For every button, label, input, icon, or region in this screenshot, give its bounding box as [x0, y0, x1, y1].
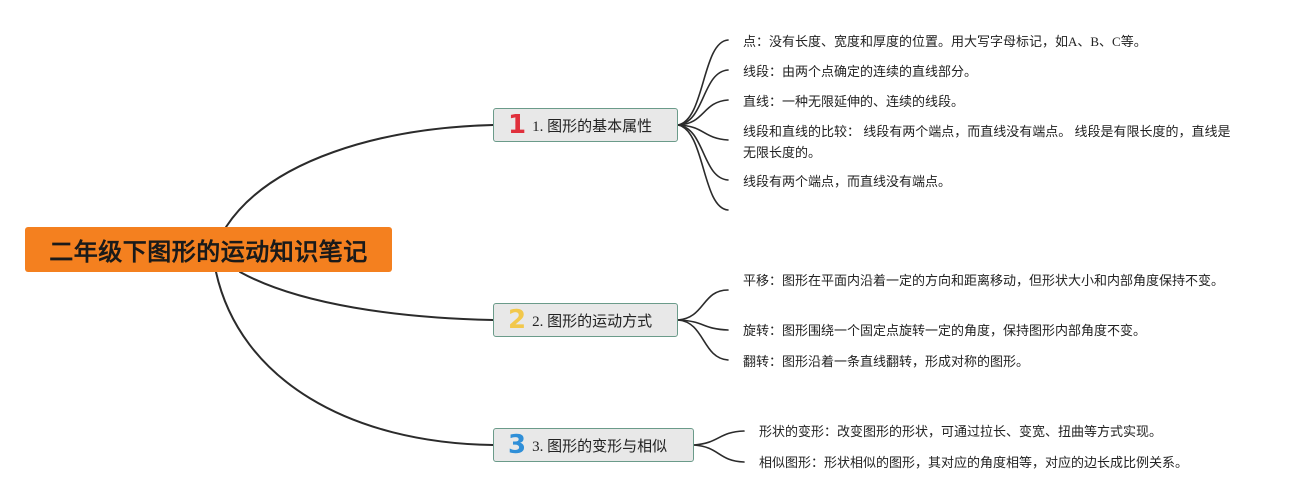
- leaf-b2-translate[interactable]: 平移：图形在平面内沿着一定的方向和距离移动，但形状大小和内部角度保持不变。: [743, 273, 1225, 288]
- branch-2-label: 2. 图形的运动方式: [532, 313, 653, 330]
- link-b1-leaf-2: [677, 69, 729, 126]
- link-root-branch-3: [215, 271, 494, 446]
- leaf-b2-flip[interactable]: 翻转：图形沿着一条直线翻转，形成对称的图形。: [743, 354, 1030, 369]
- branch-1-label: 1. 图形的基本属性: [532, 118, 653, 135]
- leaf-b3-similar[interactable]: 相似图形：形状相似的图形，其对应的角度相等，对应的边长成比例关系。: [759, 455, 1189, 470]
- link-b1-leaf-4: [677, 124, 729, 141]
- root-topic[interactable]: 二年级下图形的运动知识笔记: [25, 227, 392, 272]
- branch-1-topic[interactable]: 1 1. 图形的基本属性: [493, 108, 678, 142]
- link-b2-leaf-3: [677, 319, 729, 361]
- leaf-b1-endpoints[interactable]: 线段有两个端点，而直线没有端点。: [743, 174, 952, 189]
- branch-2-topic[interactable]: 2 2. 图形的运动方式: [493, 303, 678, 337]
- link-root-branch-2: [239, 271, 494, 321]
- leaf-b1-line[interactable]: 直线：一种无限延伸的、连续的线段。: [743, 94, 965, 109]
- link-b3-leaf-1: [693, 430, 745, 446]
- leaf-b1-point[interactable]: 点：没有长度、宽度和厚度的位置。用大写字母标记，如A、B、C等。: [743, 34, 1147, 49]
- link-b1-leaf-1: [677, 39, 729, 126]
- link-b1-leaf-5: [677, 124, 729, 181]
- number-3-icon: 3: [508, 430, 527, 460]
- link-b1-leaf-6: [677, 124, 729, 211]
- branch-3-topic[interactable]: 3 3. 图形的变形与相似: [493, 428, 694, 462]
- branch-3-label: 3. 图形的变形与相似: [532, 438, 668, 455]
- leaf-b1-compare[interactable]: 线段和直线的比较： 线段有两个端点，而直线没有端点。 线段是有限长度的，直线是无…: [743, 124, 1231, 160]
- link-b2-leaf-1: [677, 289, 729, 321]
- link-root-branch-1: [225, 124, 494, 228]
- link-b1-leaf-3: [677, 99, 729, 126]
- leaf-b3-deform[interactable]: 形状的变形：改变图形的形状，可通过拉长、变宽、扭曲等方式实现。: [759, 424, 1163, 439]
- number-1-icon: 1: [508, 110, 527, 140]
- leaf-b1-segment[interactable]: 线段：由两个点确定的连续的直线部分。: [743, 64, 978, 79]
- leaf-b2-rotate[interactable]: 旋转：图形围绕一个固定点旋转一定的角度，保持图形内部角度不变。: [743, 323, 1147, 338]
- link-b3-leaf-2: [693, 444, 745, 463]
- number-2-icon: 2: [508, 305, 527, 335]
